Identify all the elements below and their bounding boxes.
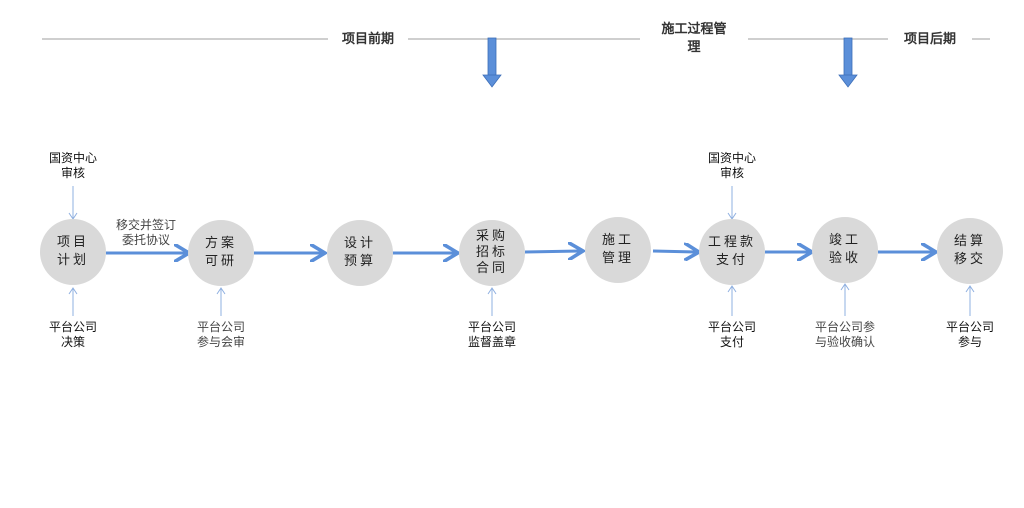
bottom-label-study: 平台公司 参与会审 [196, 320, 245, 349]
top-label-plan-review: 国资中心 审核 [48, 151, 97, 180]
node-project-plan: 项目 计划 [40, 219, 106, 285]
flow-arrow [652, 251, 696, 252]
node-feasibility: 方案 可研 [188, 220, 254, 286]
bottom-label-settlement: 平台公司 参与 [945, 320, 994, 349]
edge-label-agreement: 移交并签订 委托协议 [115, 218, 176, 247]
phase-down-arrow [482, 37, 502, 88]
node-acceptance: 竣工 验收 [812, 217, 878, 283]
phase-construction-label: 施工过程管 理 [646, 21, 742, 57]
bottom-label-payment: 平台公司 支付 [707, 320, 756, 349]
phase-post-label: 项目后期 [894, 31, 966, 49]
node-settlement: 结算 移交 [937, 218, 1003, 284]
flow-arrow [524, 251, 580, 252]
bottom-label-acceptance: 平台公司参 与验收确认 [814, 320, 875, 349]
node-payment: 工程款 支付 [699, 219, 765, 285]
node-design-budget: 设计 预算 [327, 220, 393, 286]
node-construction: 施工 管理 [585, 217, 651, 283]
bottom-label-plan: 平台公司 决策 [48, 320, 97, 349]
node-procurement: 采购 招标 合同 [459, 220, 525, 286]
phase-down-arrow [838, 37, 858, 88]
top-label-payment-review: 国资中心 审核 [707, 151, 756, 180]
phase-pre-label: 项目前期 [333, 31, 403, 49]
bottom-label-procurement: 平台公司 监督盖章 [467, 320, 516, 349]
